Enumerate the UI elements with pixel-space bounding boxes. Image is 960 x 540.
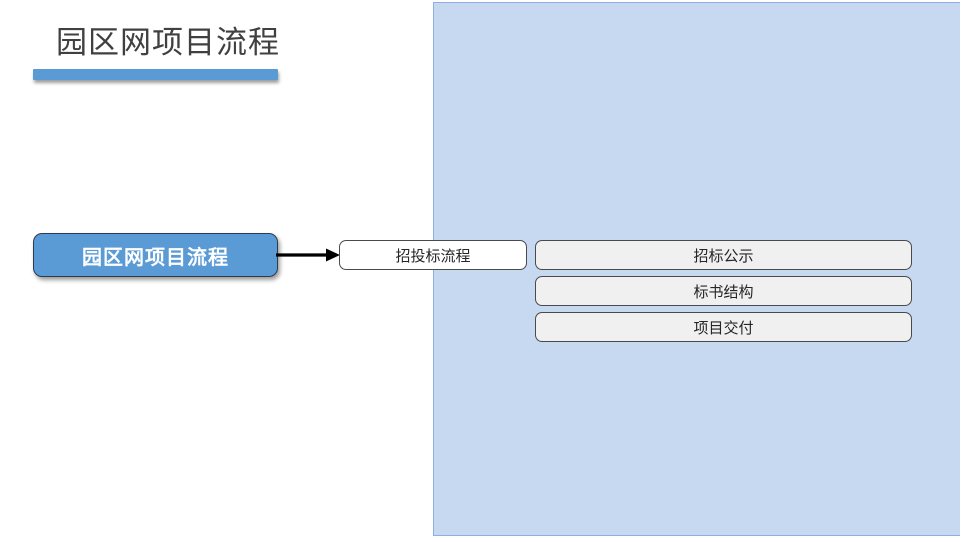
diagram-branch-node-0-label: 招投标流程 bbox=[395, 247, 471, 265]
page-title: 园区网项目流程 bbox=[56, 25, 280, 60]
diagram-leaf-node-0[interactable]: 招标公示 bbox=[535, 240, 912, 270]
diagram-leaf-node-1-label: 标书结构 bbox=[693, 283, 754, 301]
diagram-root-node[interactable]: 园区网项目流程 bbox=[33, 233, 278, 277]
diagram-leaf-node-2-label: 项目交付 bbox=[693, 319, 754, 337]
diagram-leaf-node-1[interactable]: 标书结构 bbox=[535, 276, 912, 306]
diagram-leaf-node-2[interactable]: 项目交付 bbox=[535, 312, 912, 342]
title-underline-bar bbox=[33, 69, 278, 80]
diagram-branch-node-0[interactable]: 招投标流程 bbox=[339, 240, 527, 270]
connector-arrow bbox=[276, 244, 342, 266]
diagram-leaf-node-0-label: 招标公示 bbox=[693, 247, 754, 265]
arrow-right-icon bbox=[276, 248, 340, 262]
diagram-root-node-label: 园区网项目流程 bbox=[82, 246, 229, 269]
